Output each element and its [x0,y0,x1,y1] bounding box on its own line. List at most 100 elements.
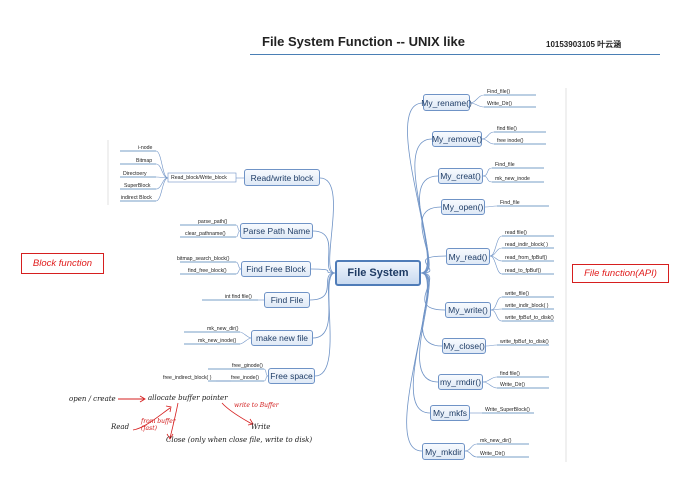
leaf-label: Write_Dir() [500,382,525,388]
leaf-label: Write_Dir() [487,101,512,107]
central-node-file-system[interactable]: File System [335,260,421,286]
connector-left [312,272,336,339]
branch-my-mkfs[interactable]: My_mkfs [430,405,470,421]
connector-right [406,272,428,452]
leaf-connector [464,443,478,452]
leaf-connector [239,331,252,339]
handwritten-arrow [247,418,254,426]
connector-left [312,230,336,274]
leaf-connector [481,138,495,145]
branch-free-space[interactable]: Free space [268,368,315,384]
leaf-connector [155,177,169,190]
branch-my-read[interactable]: My_read() [446,248,490,265]
leaf-label: read file() [505,230,527,236]
leaf-connector [155,163,169,179]
leaf-connector [482,381,498,389]
handwritten-arrow [221,402,253,425]
branch-parse-path-name[interactable]: Parse Path Name [240,223,313,239]
leaf-label: mk_new_dir() [480,438,512,444]
handwritten-arrow [166,433,174,440]
leaf-label: free_inode() [231,375,259,381]
author-label: 10153903105 叶云涵 [546,40,622,49]
leaf-label: bitmap_search_block() [177,256,230,262]
leaf-label: read_to_fpBuf() [505,268,542,274]
branch-my-close[interactable]: My_close() [442,338,486,354]
sub-node-read-write-block [167,172,237,183]
leaf-label: Find_file() [487,89,511,95]
leaf-label: find file() [497,126,517,132]
leaf-read-write-sub: Read_block/Write_block [171,175,227,181]
connector-left [314,272,336,377]
leaf-connector [239,337,252,345]
branch-read-write-block[interactable]: Read/write block [244,169,320,186]
handwritten-write-to-buffer: write to Buffer [234,402,279,409]
block-function-label: Block function [21,253,104,274]
leaf-label: clear_pathname() [185,231,226,237]
leaf-connector [490,309,503,322]
leaf-label: write_fpBuf_to_disk() [500,339,549,345]
leaf-connector [490,296,503,311]
leaf-connector [489,255,503,275]
leaf-connector [155,177,169,202]
branch-my-creat[interactable]: My_creat() [438,168,483,184]
connector-right [420,255,447,274]
leaf-label: write_indir_block( ) [505,303,549,309]
leaf-connector [235,261,242,270]
connector-left [309,272,336,301]
handwritten-write: Write [251,423,271,431]
branch-my-rmdir[interactable]: my_rmdir() [438,374,483,390]
leaf-connector [485,344,498,347]
branch-make-new-file[interactable]: make new file [251,330,313,346]
leaf-label: read_indir_block( ) [505,242,548,248]
leaf-connector [482,376,498,383]
branch-my-open[interactable]: My_open() [441,199,485,215]
leaf-label: write_fpBuf_to_disk() [505,315,554,321]
leaf-connector [484,205,498,208]
leaf-label: free inode() [497,138,524,144]
leaf-label: indirect Block [121,195,152,201]
branch-find-file[interactable]: Find File [264,292,310,308]
title-underline [250,54,660,55]
branch-my-remove[interactable]: My_remove() [432,131,482,147]
leaf-label: mk_new_inode [495,176,530,182]
branch-my-rename[interactable]: My_rename() [421,94,472,111]
leaf-label: Find_file [500,200,520,206]
handwritten-from-buffer: from buffer (fast) [141,418,176,432]
leaf-label: Write_SuperBlock() [485,407,530,413]
connector-right [419,175,439,274]
handwritten-allocate-buffer: allocate buffer pointer [148,394,228,402]
leaf-connector [235,230,241,238]
handwritten-open-create: open / create [69,395,116,403]
leaf-label: Directoery [123,171,147,177]
leaf-label: Write_Dir() [480,451,505,457]
handwritten-close: Close (only when close file, write to di… [166,436,313,444]
connector-right [414,138,433,274]
connector-right [420,272,446,311]
leaf-label: write_file() [505,291,529,297]
leaf-connector [489,247,503,257]
leaf-connector [489,235,503,257]
leaf-connector [481,131,495,140]
handwritten-arrow [132,407,171,431]
leaf-connector [155,150,169,179]
connector-left [319,177,336,274]
leaf-label: free_indirect_block( ) [163,375,212,381]
leaf-connector [482,175,493,183]
branch-find-free-block[interactable]: Find Free Block [241,261,311,277]
leaf-connector [469,94,485,104]
leaf-label: read_from_fpBuf() [505,255,548,261]
connector-right [420,206,442,274]
leaf-label: mk_new_inode() [198,338,237,344]
leaf-label: mk_new_dir() [207,326,239,332]
leaf-label: free_ginode() [232,363,263,369]
leaf-connector [263,375,269,382]
leaf-label: int find file() [225,294,252,300]
page-title: File System Function -- UNIX like [262,34,465,49]
branch-my-mkdir[interactable]: My_mkdir [422,443,465,460]
leaf-label: SuperBlock [124,183,151,189]
leaf-label: parse_path() [198,219,228,225]
leaf-label: find file() [500,371,520,377]
branch-my-write[interactable]: My_write() [445,302,491,318]
leaf-label: Bitmap [136,158,153,164]
